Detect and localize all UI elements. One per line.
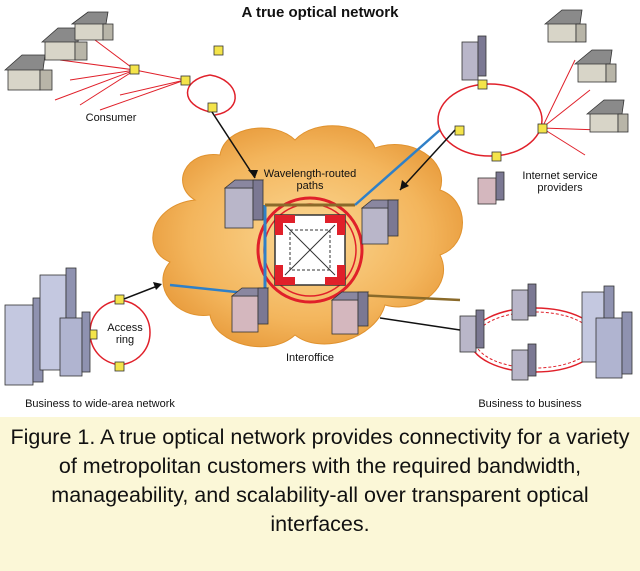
building-icon [223, 179, 265, 229]
building-icon [581, 285, 633, 379]
building-icon [4, 267, 91, 386]
internet-service-providers-label: Internet service providers [522, 170, 598, 194]
house-icon [573, 49, 617, 83]
access-ring-network [4, 267, 162, 386]
wavelength-routed-paths-label: Wavelength-routed paths [263, 168, 357, 192]
business-to-wide-area-label: Business to wide-area network [25, 398, 175, 410]
house-icon [585, 99, 629, 133]
consumer-network [3, 11, 258, 179]
isp-network [399, 9, 629, 205]
building-icon [461, 35, 487, 81]
building-icon [459, 309, 485, 353]
house-icon [40, 27, 88, 61]
building-icon [511, 283, 537, 321]
caption-panel: Figure 1. A true optical network provide… [0, 417, 640, 571]
business-to-business-network [379, 283, 633, 381]
access-ring-label: Access ring [107, 322, 143, 346]
house-icon [3, 54, 53, 91]
house-icon [70, 11, 114, 41]
building-icon [477, 171, 505, 205]
building-icon [360, 199, 400, 245]
figure-caption: Figure 1. A true optical network provide… [10, 425, 630, 536]
optical-network-diagram [3, 9, 633, 386]
interoffice-buildings [223, 179, 400, 335]
business-to-business-label: Business to business [478, 398, 582, 410]
building-icon [511, 343, 537, 381]
consumer-label: Consumer [85, 112, 137, 124]
building-icon [330, 291, 370, 335]
diagram-title: A true optical network [241, 4, 399, 21]
central-optical-ring [256, 196, 364, 304]
interoffice-label: Interoffice [285, 352, 335, 364]
house-icon [543, 9, 587, 43]
building-icon [230, 287, 270, 333]
